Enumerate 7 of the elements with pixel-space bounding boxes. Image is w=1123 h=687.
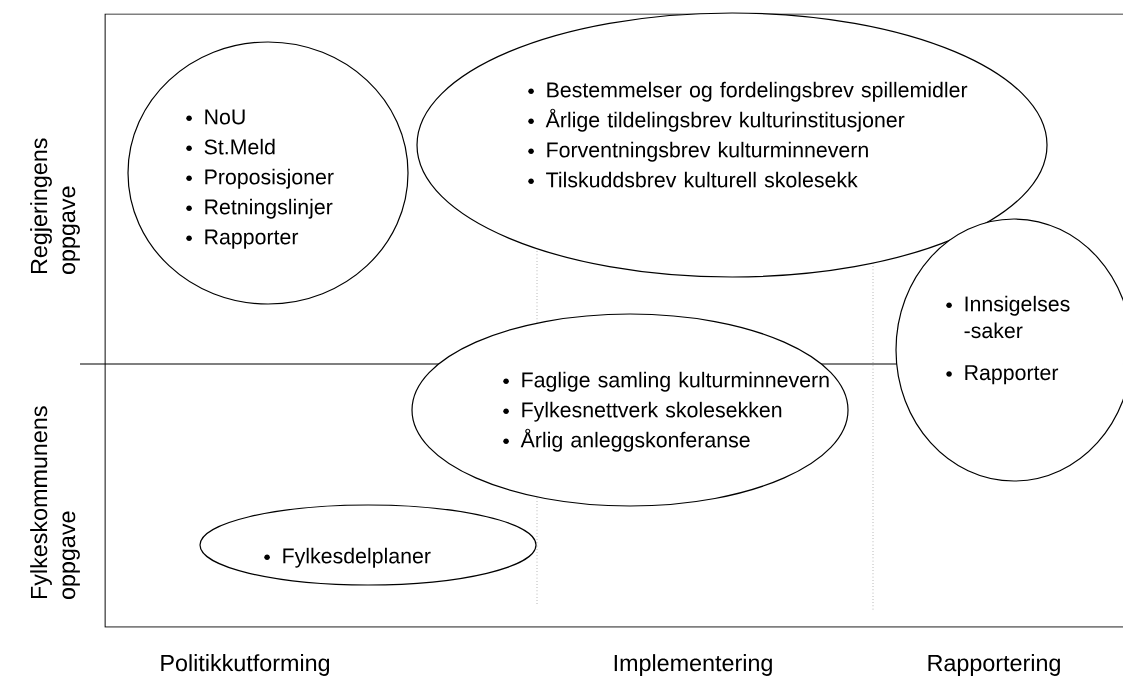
- phase-label: Rapportering: [928, 654, 1060, 676]
- axis-label: Regjeringens oppgave: [30, 138, 80, 274]
- axis-label: Fylkeskommunens oppgave: [30, 406, 80, 600]
- phase-label: Implementering: [614, 654, 772, 676]
- phase-label: Politikkutforming: [161, 654, 330, 676]
- node-label: Rapporter: [965, 365, 1059, 385]
- node-label: Innsigelses -saker: [964, 295, 1070, 339]
